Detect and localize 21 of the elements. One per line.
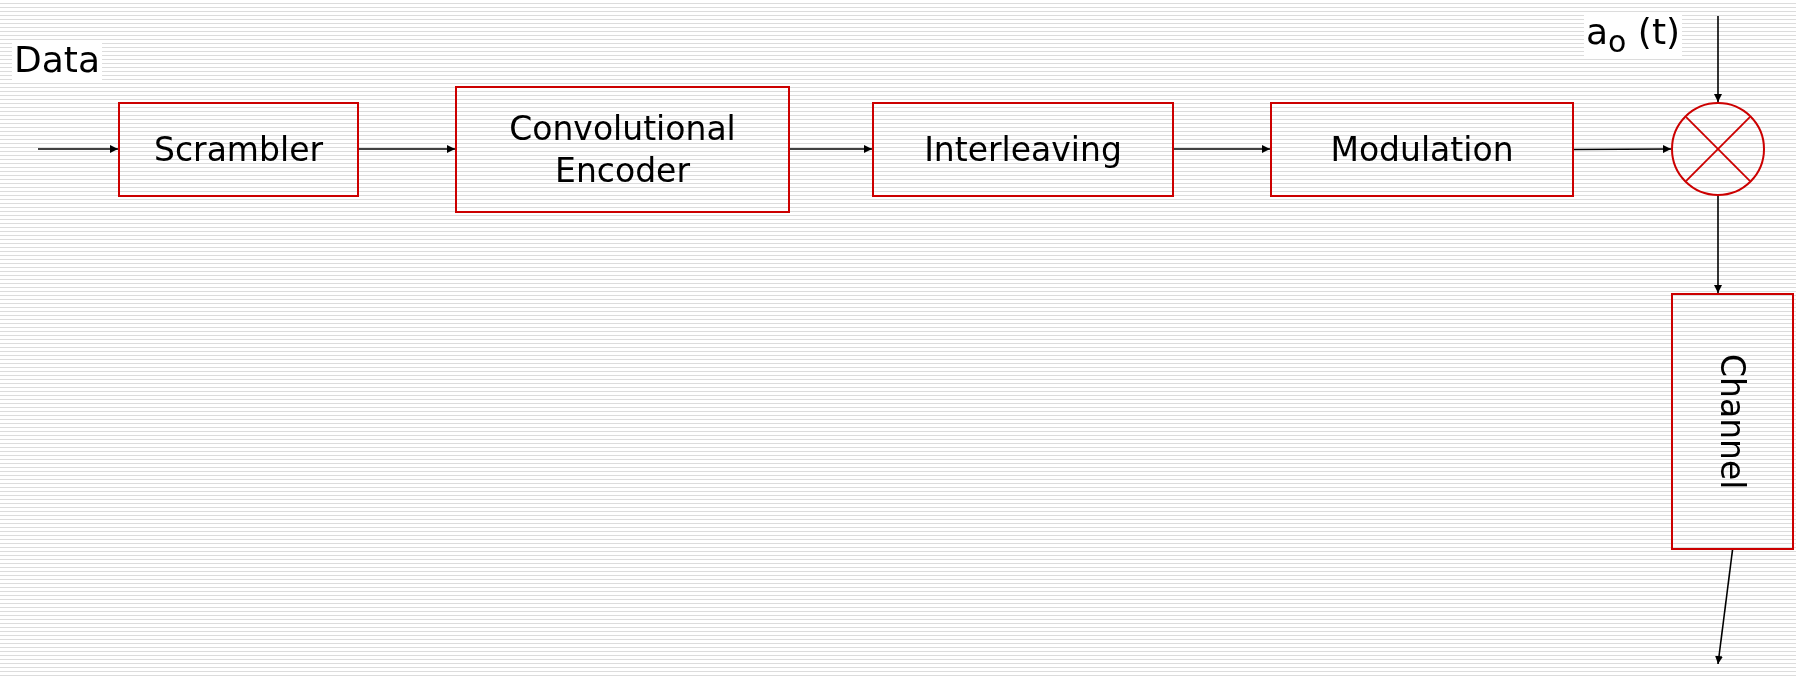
box-label: Modulation (1330, 128, 1514, 171)
process-box (1671, 293, 1794, 550)
arrow (358, 145, 456, 153)
arrow (789, 145, 873, 153)
arrow (1573, 145, 1672, 154)
arrow (1714, 15, 1722, 103)
process-box (872, 102, 1174, 197)
arrow (37, 145, 119, 153)
arrow (1715, 549, 1734, 665)
box-label: Channel (1712, 353, 1754, 490)
process-box (1270, 102, 1574, 197)
arrow (1173, 145, 1271, 153)
process-box (455, 86, 790, 213)
multiplier-circle (1671, 102, 1765, 196)
arrow (1714, 195, 1722, 294)
box-label: Scrambler (154, 128, 323, 171)
edge-label: a$_{o}$ (t) (1584, 12, 1683, 59)
edge-label: Data (12, 40, 102, 80)
box-label: Convolutional Encoder (508, 108, 737, 191)
process-box (118, 102, 359, 197)
box-label: Interleaving (924, 128, 1122, 171)
